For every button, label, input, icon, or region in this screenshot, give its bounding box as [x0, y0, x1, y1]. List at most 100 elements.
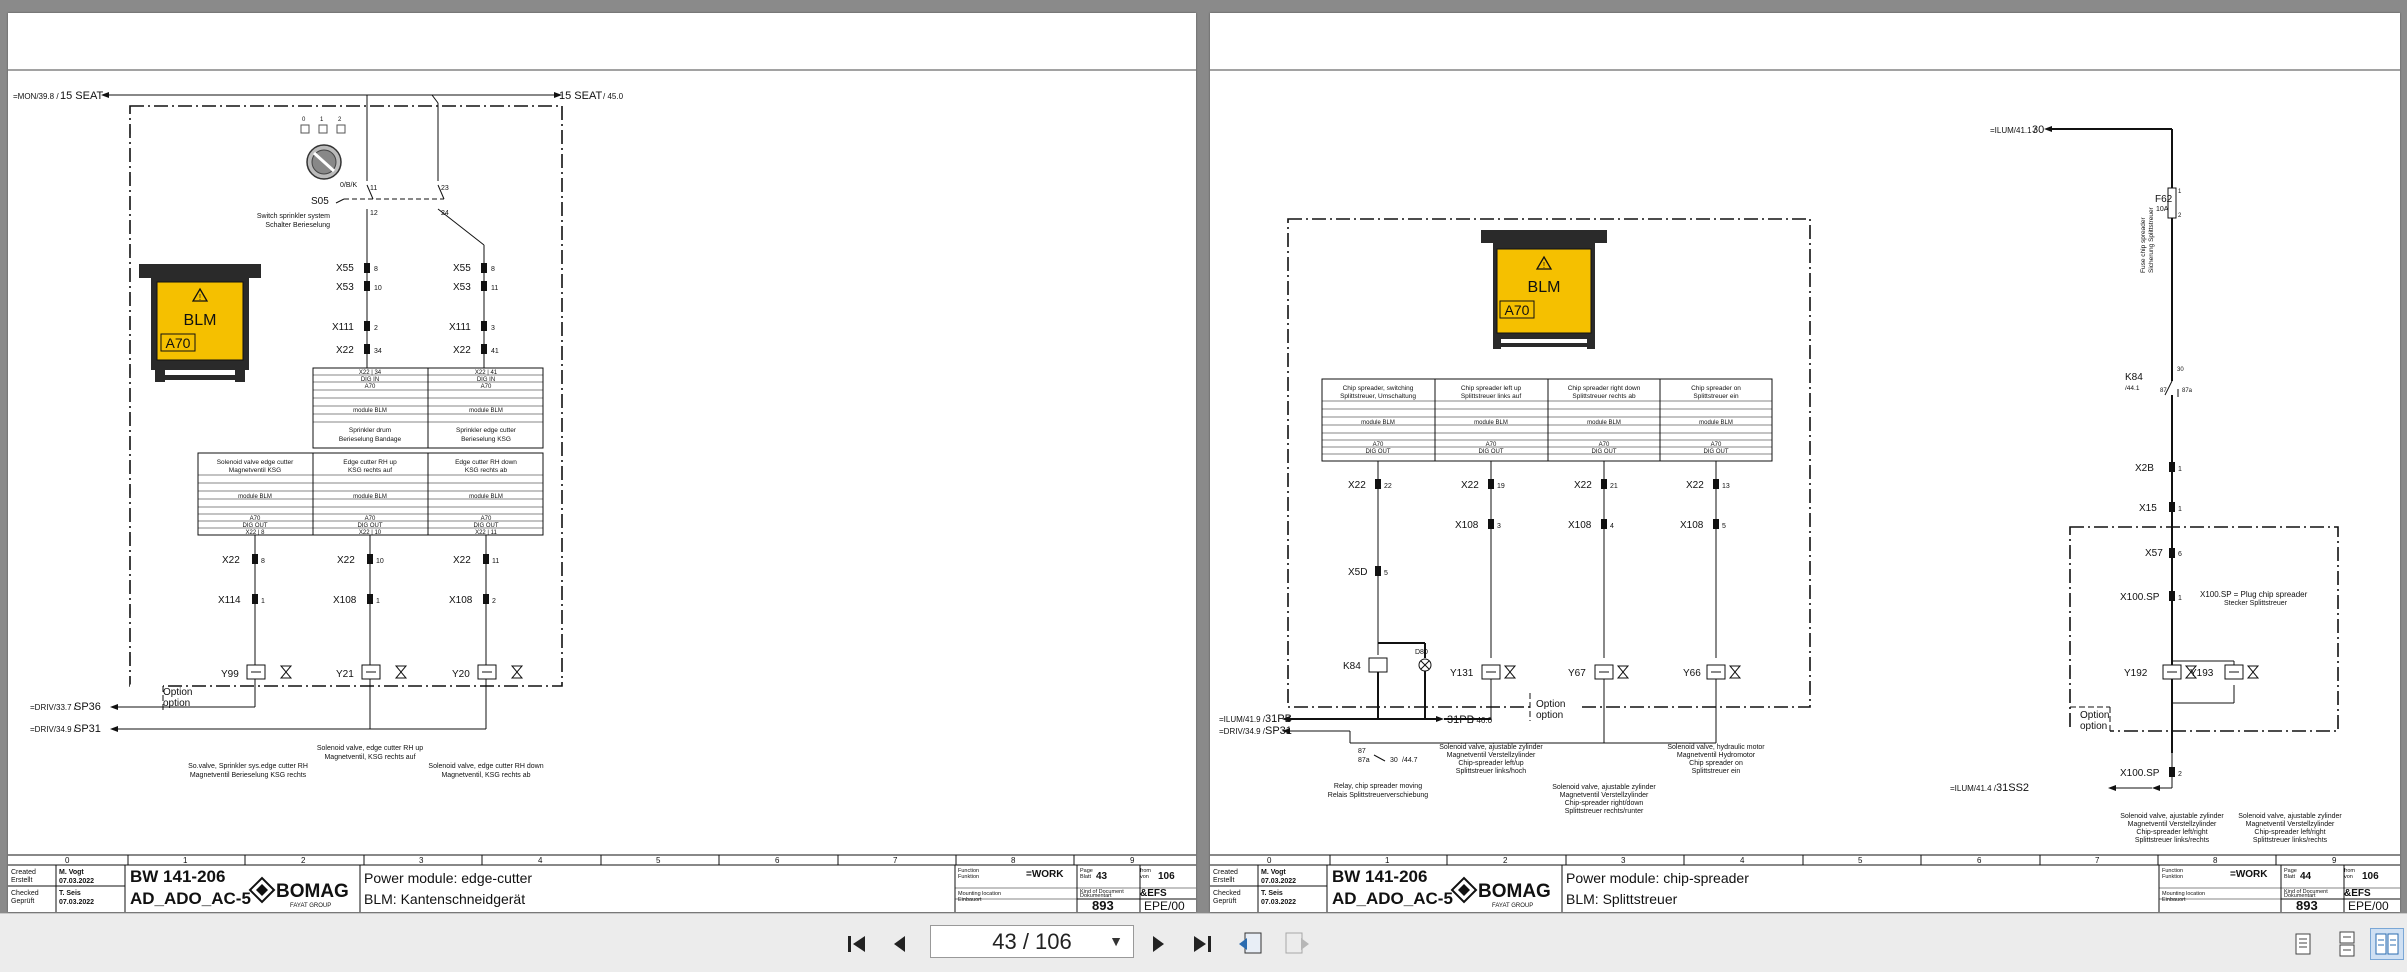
output-chain-1: X22 8 X114 1 Y99 [218, 535, 293, 680]
navigate-back-button[interactable] [1234, 930, 1268, 958]
relay-contact-table: 87 87a 30 /44.7 [1358, 748, 1418, 764]
device-description: Solenoid valve, ajustable zylinder [1439, 744, 1543, 751]
input-table: X22 | 34 DIG IN A70 module BLM Sprinkler… [312, 367, 544, 449]
output-chain-3: X22 21 X108 4 Y67 [1568, 461, 1630, 743]
table-cell: Splittstreuer ein [1693, 393, 1739, 400]
connector-pin: 13 [1722, 483, 1730, 490]
table-cell: A70 [1486, 442, 1497, 448]
table-cell: module BLM [1587, 420, 1621, 426]
connector-label: X22 [337, 555, 355, 566]
output-chain-2: X22 10 X108 1 Y21 [333, 535, 408, 680]
connector-pin: 41 [491, 348, 499, 355]
table-cell: Chip spreader left up [1461, 385, 1522, 392]
table-cell: Edge cutter RH down [455, 459, 517, 466]
table-cell: A70 [481, 384, 492, 390]
relay-contact: 87 [1358, 748, 1366, 755]
connector-pin: 1 [261, 598, 265, 605]
table-cell: Splittstreuer rechts ab [1572, 393, 1636, 400]
connector-pin: 1 [2178, 595, 2182, 602]
table-cell: module BLM [238, 494, 272, 500]
table-cell: Chip spreader right down [1568, 385, 1641, 392]
output-table: Solenoid valve edge cutter Magnetventil … [197, 452, 544, 536]
ref-number: 31SS2 [1996, 782, 2029, 794]
table-cell: Magnetventil KSG [229, 467, 281, 474]
valve-label: Y21 [336, 669, 354, 680]
table-cell: Berieselung KSG [461, 436, 511, 443]
connector-pin: 10 [376, 558, 384, 565]
navigate-forward-button[interactable] [1280, 930, 1314, 958]
next-page-button[interactable] [1143, 930, 1173, 958]
ref-number: 30 [2032, 124, 2044, 136]
last-page-button[interactable] [1186, 930, 1216, 958]
connector-pin: 22 [1384, 483, 1392, 490]
first-page-icon [848, 936, 865, 952]
connector-label: X53 [336, 282, 354, 293]
page-indicator: 43 / 106 [992, 928, 1072, 954]
valve-label: Y99 [221, 669, 239, 680]
ref-number: SP31 [74, 723, 101, 735]
table-cell: module BLM [1699, 420, 1733, 426]
connector-label: X100.SP [2120, 768, 2160, 779]
device-description: Solenoid valve, edge cutter RH up [317, 745, 423, 752]
table-cell: DIG IN [361, 377, 379, 383]
device-description: Splittstreuer rechts/runter [1565, 808, 1644, 815]
fuse-f62: F62 10A 1 2 Fuse chip spreader Sicherung… [2140, 187, 2182, 273]
switch-position-label: 0 [302, 117, 306, 123]
device-description: Chip spreader on [1689, 760, 1743, 767]
previous-page-button[interactable] [885, 930, 915, 958]
ref-number: 15 SEAT [559, 90, 602, 102]
table-cell: module BLM [1474, 420, 1508, 426]
valve-label: Y67 [1568, 668, 1586, 679]
connector-label: X114 [218, 595, 241, 606]
table-cell: DIG OUT [1592, 449, 1617, 455]
table-cell: Edge cutter RH up [343, 459, 397, 466]
relay-contact: /44.7 [1402, 757, 1418, 764]
connector-label: X111 [332, 322, 354, 333]
connector-pin: 6 [2178, 551, 2182, 558]
connector-pin: 21 [1610, 483, 1618, 490]
connector-label: X22 [1461, 480, 1479, 491]
connector-pin: 1 [2178, 466, 2182, 473]
table-cell: module BLM [353, 408, 387, 414]
table-cell: A70 [1599, 442, 1610, 448]
connector-label: X108 [449, 595, 473, 606]
fuse-description: Sicherung Splittstreuer [2148, 206, 2155, 273]
ref-number: 31PB [1447, 714, 1474, 726]
continuous-view-button[interactable] [2330, 928, 2364, 960]
back-view-icon [1239, 932, 1262, 954]
connector-label: X111 [449, 322, 471, 333]
relay-label: K84 [1343, 661, 1361, 672]
connector-label: X2B [2135, 463, 2154, 474]
switch-pin: 23 [441, 185, 449, 192]
table-cell: DIG OUT [243, 523, 268, 529]
chevron-down-icon: ▼ [1109, 933, 1123, 949]
page-selector[interactable]: 43 / 106 ▼ [930, 925, 1134, 958]
connector-pin: 34 [374, 348, 382, 355]
continuous-page-icon [2339, 931, 2355, 957]
ref-label: =DRIV/33.7 / [30, 703, 77, 712]
last-page-icon [1194, 936, 1211, 952]
single-page-view-button[interactable] [2286, 928, 2320, 960]
ref-number: 15 SEAT [60, 90, 103, 102]
first-page-button[interactable] [843, 930, 873, 958]
connector-pin: 8 [491, 266, 495, 273]
two-page-view-button[interactable] [2370, 928, 2404, 960]
plug-description: X100.SP = Plug chip spreader [2200, 590, 2308, 599]
fuse-pin: 1 [2178, 189, 2182, 195]
connector-label: X55 [336, 263, 354, 274]
connector-pin: 3 [1497, 523, 1501, 530]
plug-description: Stecker Splittstreuer [2224, 600, 2288, 607]
output-table: Chip spreader, switching Splittstreuer, … [1321, 378, 1773, 462]
relay-pin: 87 [2160, 388, 2167, 394]
table-cell: DIG OUT [1366, 449, 1391, 455]
ref-label: =ILUM/41.1 / [1990, 126, 2037, 135]
connector-pin: 11 [492, 558, 499, 565]
table-cell: DIG OUT [474, 523, 499, 529]
table-cell: A70 [1711, 442, 1722, 448]
switch-s05: 0 1 2 0/B/K S05 11 12 23 24 Switch sprin… [257, 117, 449, 229]
fuse-code: F62 [2155, 194, 2173, 205]
device-description: Splittstreuer links/hoch [1456, 768, 1527, 775]
table-cell: X22 | 10 [359, 530, 382, 536]
ref-label: =ILUM/41.4 / [1950, 784, 1997, 793]
